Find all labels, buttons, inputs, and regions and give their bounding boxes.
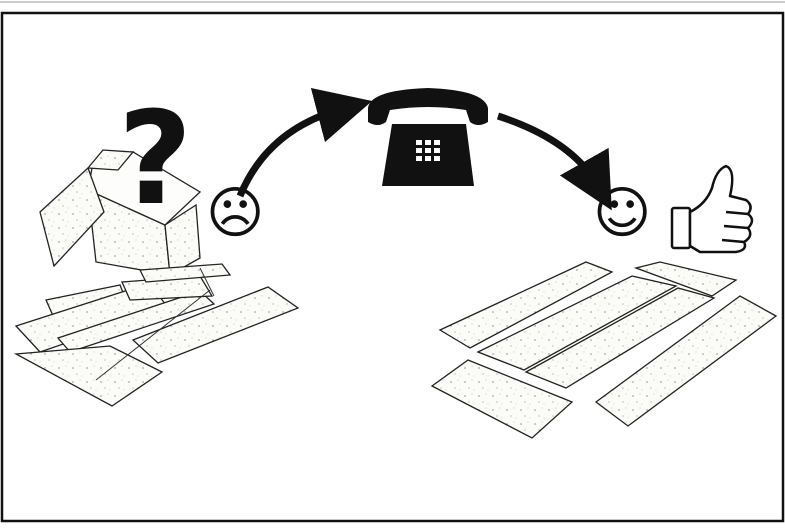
loose-panel: [131, 286, 300, 364]
arranged-panel: [633, 261, 738, 297]
happy-face-icon: ☺: [593, 181, 652, 246]
arranged-panel: [476, 275, 678, 371]
arrow-to-phone: [236, 87, 373, 198]
loose-panel: [56, 290, 216, 353]
cardboard-box-icon: [39, 149, 202, 277]
telephone-icon: [368, 88, 488, 186]
arrow-from-phone: [496, 112, 612, 211]
arranged-panel: [430, 359, 574, 439]
loose-panel: [13, 345, 164, 407]
frame-border: [0, 11, 785, 523]
arranged-panel: [438, 261, 614, 349]
sad-face-icon: ☹: [206, 181, 265, 246]
loose-panel: [138, 263, 232, 283]
arranged-panel: [594, 295, 778, 427]
arranged-parts: [430, 261, 778, 439]
arranged-panel: [524, 287, 716, 389]
messy-parts-pile: [13, 149, 300, 407]
thumbs-up-icon: [670, 164, 754, 254]
question-mark: ?: [118, 85, 193, 234]
